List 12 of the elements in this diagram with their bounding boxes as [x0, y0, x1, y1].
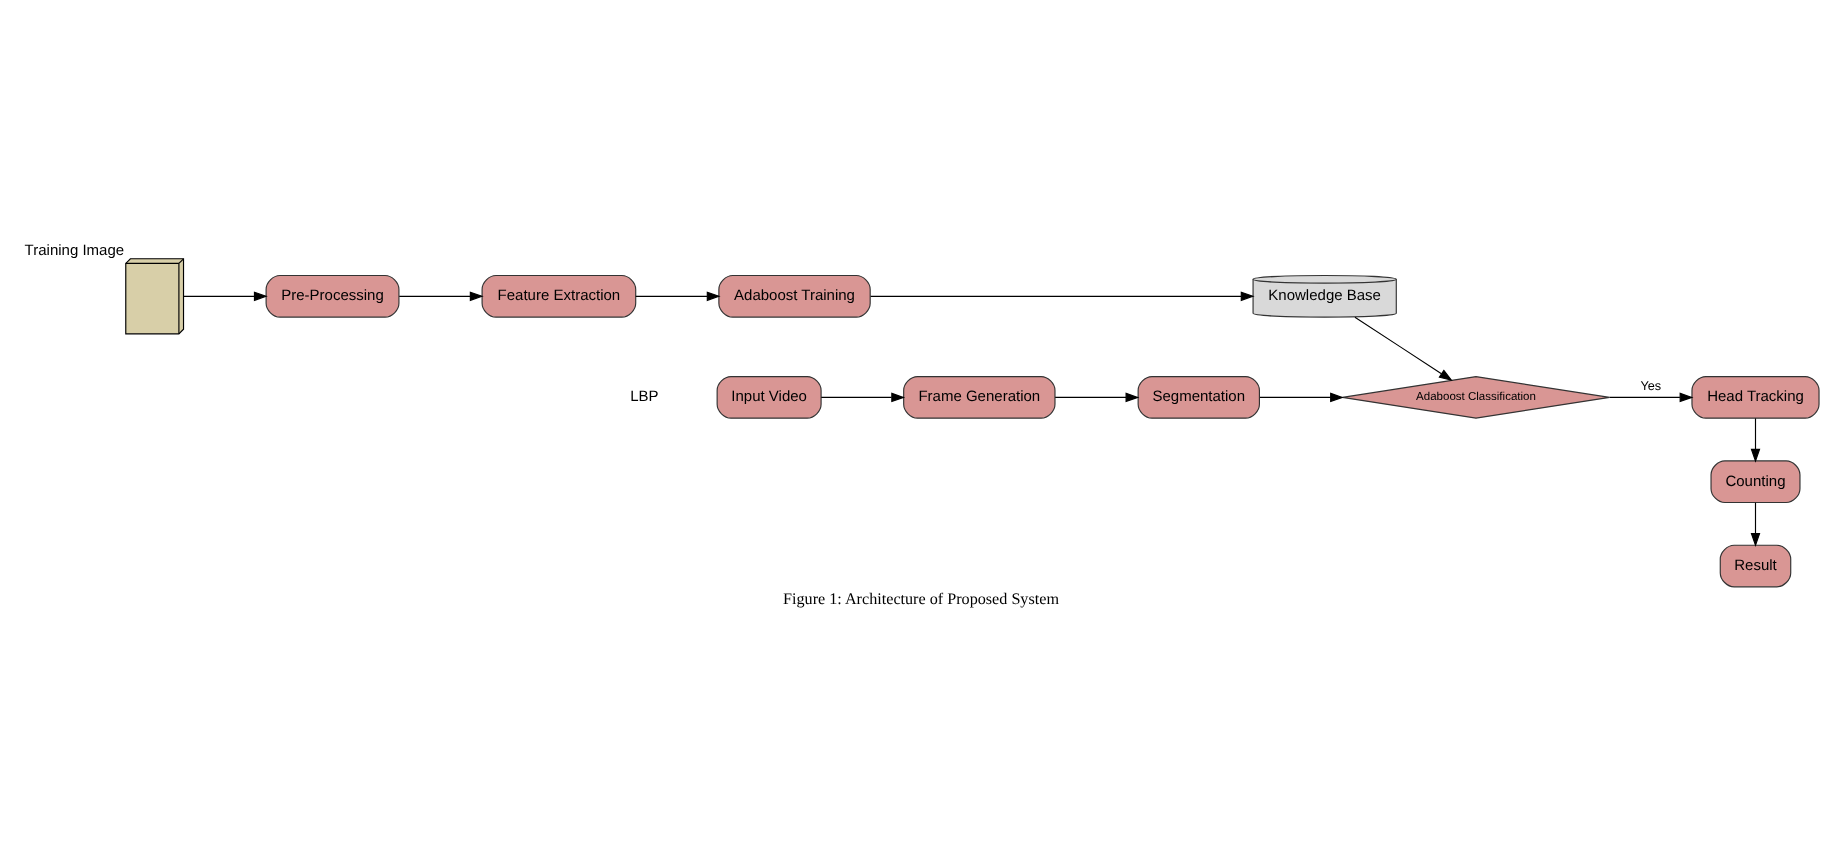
arrow — [869, 291, 1254, 302]
arrow — [1608, 392, 1693, 403]
arrow — [1258, 392, 1343, 403]
arrow — [634, 291, 720, 302]
arrow — [1353, 316, 1452, 382]
arrow — [1749, 417, 1760, 463]
arrow — [819, 392, 905, 403]
arrow — [1749, 502, 1760, 547]
arrow — [182, 291, 267, 302]
arrow — [1053, 392, 1139, 403]
arrow — [397, 291, 483, 302]
caption: Figure 1: Architecture of Proposed System — [782, 590, 1058, 609]
